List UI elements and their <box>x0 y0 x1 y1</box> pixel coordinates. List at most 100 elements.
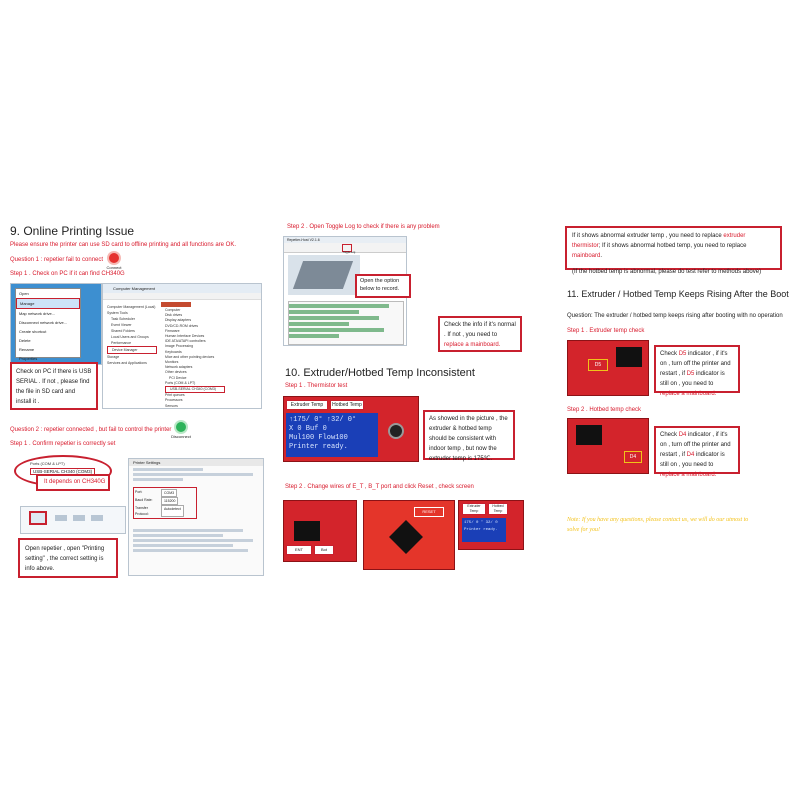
note-text: Check <box>660 351 679 357</box>
toolbar-icon[interactable] <box>91 515 103 521</box>
device-item[interactable]: Keyboards <box>165 349 182 354</box>
section-11-question: Question: The extruder / hotbed temp kee… <box>567 313 783 319</box>
log-check-note: Check the info if it's normal . If not ,… <box>438 316 522 352</box>
note-text: indicator , if it's on , turn off the pr… <box>660 351 731 377</box>
hotbed-temp-label: Hotbed Temp <box>330 400 364 410</box>
tree-item[interactable]: Event Viewer <box>111 323 132 327</box>
toggle-log-button[interactable] <box>342 244 352 252</box>
tree-item[interactable]: Computer Management (Local) <box>107 305 156 309</box>
tree-item-device-manager[interactable]: Device Manager <box>107 346 157 354</box>
hotbed-temp-small-label: Hotbed Temp <box>488 503 508 515</box>
lcd-small-line: Printer ready. <box>464 528 498 532</box>
reset-label[interactable]: RESET <box>414 507 444 517</box>
note-red: D4 <box>686 452 695 458</box>
d4-board-photo: D4 <box>567 418 649 474</box>
thermistor-note: As showed in the picture , the extruder … <box>423 410 515 462</box>
chip <box>576 425 602 445</box>
thermistor-replace-note: If it shows abnormal extruder temp , you… <box>565 226 782 275</box>
device-item[interactable]: IDE ATA/ATAPI controllers <box>165 339 206 344</box>
settings-row <box>133 529 243 532</box>
settings-field-baud: Baud Rate: 115200 <box>135 497 195 505</box>
device-item[interactable]: Image Processing <box>165 344 194 349</box>
field-label: Port: <box>135 490 143 494</box>
device-item[interactable]: Disk drives <box>165 313 183 318</box>
device-item[interactable]: Display adapters <box>165 318 192 323</box>
lcd-screen: ↑175/ 0° ↑32/ 0° X 0 Buf 0 Mul100 Flow10… <box>286 413 378 457</box>
note-text: ; If it shows abnormal hotbed temp, you … <box>598 243 747 249</box>
question-2: Question 2 : repetier connected , but fa… <box>10 427 172 433</box>
device-item[interactable]: Network adapters <box>165 365 193 370</box>
tree-item[interactable]: Services and Applications <box>107 361 147 365</box>
baud-input[interactable]: 115200 <box>161 497 179 505</box>
settings-row <box>133 549 248 552</box>
devmgr-header-bar <box>161 302 191 307</box>
chip <box>616 347 642 367</box>
printer-settings-icon[interactable] <box>29 511 47 525</box>
d5-board-photo: D5 <box>567 340 649 396</box>
settings-field-port: Port: COM3 <box>135 489 195 497</box>
device-item[interactable]: Ports (COM & LPT) <box>165 380 196 385</box>
mcu-chip <box>389 520 423 554</box>
lcd-line: Printer ready. <box>289 443 348 451</box>
log-line <box>289 316 379 320</box>
device-item[interactable]: Human Interface Devices <box>165 334 205 339</box>
tree-item[interactable]: Shared Folders <box>111 329 135 333</box>
note-text: indicator , if it's on , turn off the pr… <box>660 432 731 458</box>
note-red: replace a mainboard. <box>660 391 717 397</box>
device-item[interactable]: Processors <box>165 398 183 403</box>
protocol-select[interactable]: Autodetect <box>161 505 184 517</box>
step-1-extruder-check: Step 1 . Extruder temp check <box>567 328 645 334</box>
tree-item[interactable]: Performance <box>111 341 132 345</box>
log-panel <box>288 301 404 345</box>
bot-label: Bot <box>314 545 334 555</box>
step-1-thermistor: Step 1 . Thermistor test <box>285 383 348 389</box>
device-item[interactable]: Other devices <box>165 370 187 375</box>
device-item[interactable]: Print queues <box>165 393 185 398</box>
ctx-item[interactable]: Disconnect network drive... <box>19 320 68 325</box>
note-text: indicator is still on , you need to <box>660 452 725 468</box>
tree-item[interactable]: Task Scheduler <box>111 317 135 321</box>
device-item[interactable]: Sensors <box>165 403 178 408</box>
ent-label: ENT <box>286 545 312 555</box>
device-item-usb-serial[interactable]: USB-SERIAL CH340 (COM3) <box>165 386 225 394</box>
device-item[interactable]: Firmware <box>165 328 180 333</box>
desktop-screenshot: Open Manage Map network drive... Disconn… <box>10 283 102 365</box>
device-manager-window: Computer Management Computer Management … <box>102 283 262 409</box>
field-label: Transfer Protocol: <box>135 506 149 516</box>
toolbar-icon[interactable] <box>55 515 67 521</box>
toolbar-icon[interactable] <box>73 515 85 521</box>
device-item[interactable]: Monitors <box>165 360 179 365</box>
3d-view[interactable] <box>288 255 360 295</box>
ctx-item[interactable]: Properties <box>19 356 38 361</box>
d5-label: D5 <box>588 359 608 371</box>
ports-highlight: Ports (COM & LPT) USB-SERIAL CH340 (COM3… <box>14 455 112 487</box>
knob-icon <box>388 423 404 439</box>
ctx-item[interactable]: Delete <box>19 338 31 343</box>
ctx-item[interactable]: Map network drive... <box>19 311 56 316</box>
lcd-line: Mul100 Flow100 <box>289 434 348 442</box>
settings-row <box>133 544 233 547</box>
log-line <box>289 334 339 338</box>
disconnect-label: Disconnect <box>171 434 191 439</box>
repetier-toolbar: Toggle Log <box>284 243 406 254</box>
disconnect-icon <box>174 420 188 434</box>
tree-item[interactable]: Storage <box>107 355 120 359</box>
device-item[interactable]: Computer <box>165 308 181 312</box>
port-input[interactable]: COM3 <box>161 489 178 497</box>
tree-item[interactable]: System Tools <box>107 311 128 315</box>
tree-item[interactable]: Local Users and Groups <box>111 335 149 339</box>
note-red: mainboard <box>572 253 601 259</box>
ctx-item[interactable]: Rename <box>19 347 35 352</box>
ctx-item-manage[interactable]: Manage <box>16 298 80 309</box>
settings-fields: Port: COM3 Baud Rate: 115200 Transfer Pr… <box>133 487 197 519</box>
device-item[interactable]: PCI Device <box>169 375 187 380</box>
log-note-text: Check the info if it's normal . If not ,… <box>444 322 516 338</box>
ctx-item[interactable]: Create shortcut <box>19 329 47 334</box>
device-item[interactable]: DVD/CD-ROM drives <box>165 323 199 328</box>
connect-button[interactable]: Connect <box>104 251 124 270</box>
disconnect-button[interactable]: Disconnect <box>168 420 194 439</box>
device-item[interactable]: Mice and other pointing devices <box>165 354 215 359</box>
lcd-line: ↑175/ 0° ↑32/ 0° <box>289 416 357 424</box>
settings-row <box>133 478 183 481</box>
ctx-item[interactable]: Open <box>19 291 29 296</box>
